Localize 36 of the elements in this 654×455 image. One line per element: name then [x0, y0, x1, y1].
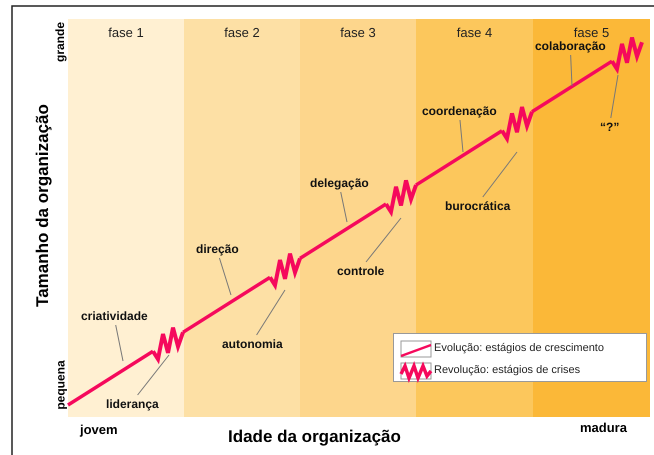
leader-line [256, 290, 286, 336]
leader-line [570, 54, 572, 86]
leader-line [218, 258, 232, 296]
leader-line [610, 74, 618, 118]
leader-line [137, 354, 170, 396]
phase-label: fase 5 [574, 25, 610, 40]
phase-band [300, 19, 416, 417]
axis-title: Idade da organização [228, 428, 401, 445]
axis-label: jovem [80, 423, 118, 436]
leader-line [459, 120, 464, 152]
stage-label: colaboração [535, 39, 606, 53]
phase-label: fase 1 [108, 25, 144, 40]
axis-label: pequena [54, 360, 66, 410]
stage-label: controle [337, 264, 384, 278]
phase-label: fase 2 [224, 25, 260, 40]
leader-line [366, 218, 402, 262]
leader-line [340, 192, 348, 222]
stage-label: burocrática [445, 199, 510, 213]
leader-line [482, 152, 518, 198]
stage-label: direção [196, 242, 239, 256]
stage-label: liderança [106, 397, 159, 411]
axis-title: Tamanho da organização [33, 104, 50, 306]
legend-text: Revolução: estágios de crises [434, 364, 580, 376]
phase-band [68, 19, 184, 417]
phase-label: fase 3 [340, 25, 376, 40]
stage-label: coordenação [422, 104, 497, 118]
stage-label: “?” [600, 120, 620, 134]
legend-text: Evolução: estágios de crescimento [434, 342, 604, 354]
phase-band [184, 19, 300, 417]
stage-label: criatividade [81, 309, 148, 323]
axis-label: grande [54, 22, 66, 62]
stage-label: autonomia [222, 337, 283, 351]
axis-label: madura [580, 421, 627, 434]
phase-label: fase 4 [456, 25, 492, 40]
leader-line [115, 324, 124, 362]
stage-label: delegação [310, 176, 369, 190]
